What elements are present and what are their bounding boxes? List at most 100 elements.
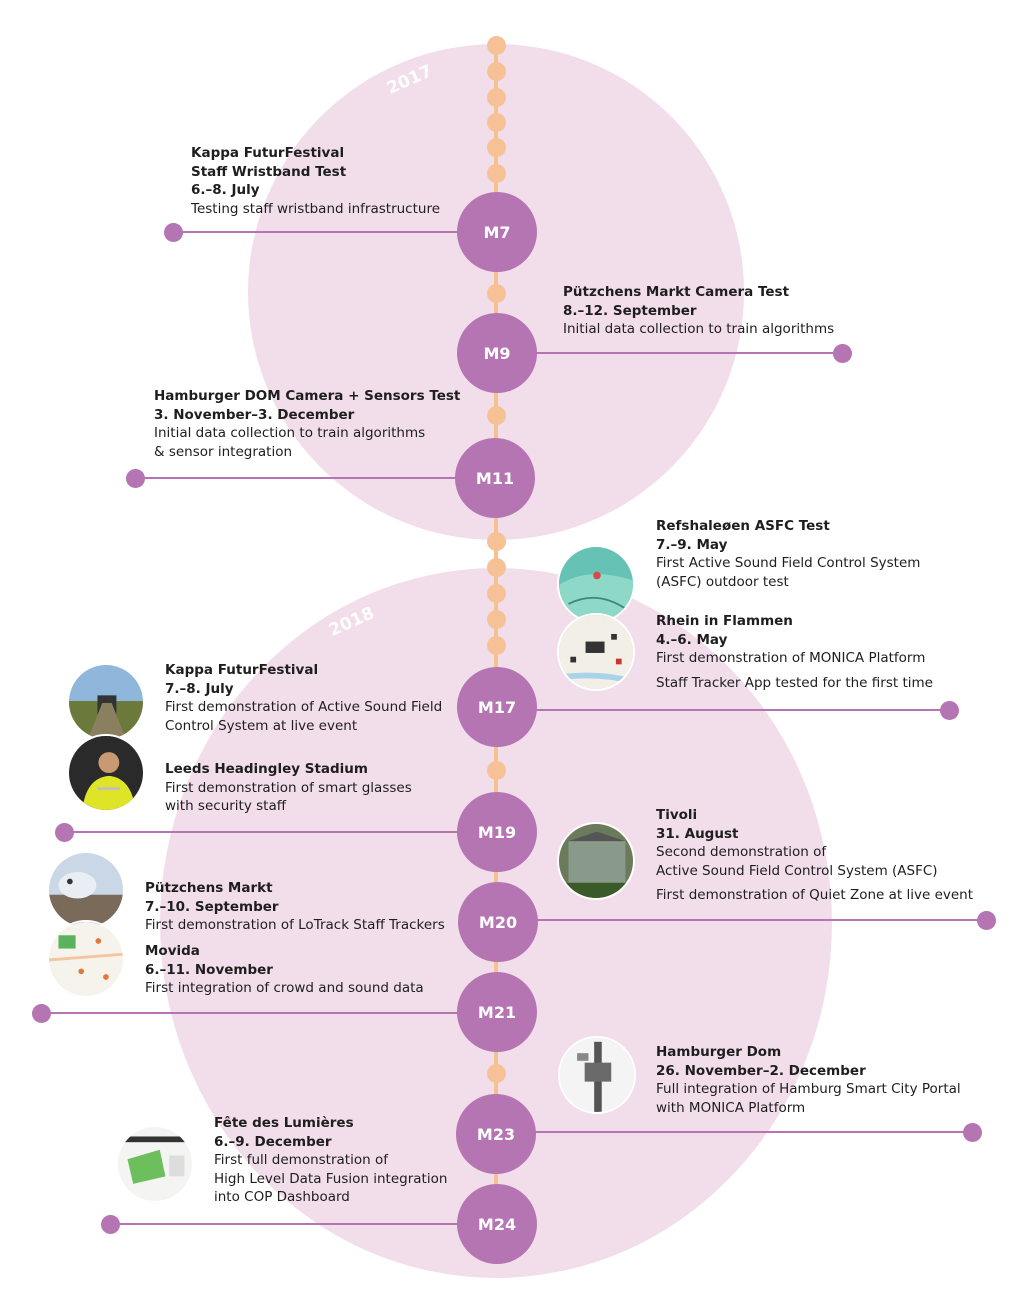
event-description: with MONICA Platform bbox=[656, 1099, 806, 1116]
event-leeds: Leeds Headingley Stadium First demonstra… bbox=[165, 760, 412, 816]
event-description: Initial data collection to train algorit… bbox=[563, 321, 835, 337]
connector-line-m23 bbox=[496, 1131, 972, 1133]
connector-line-m17 bbox=[496, 709, 949, 711]
event-date: 7.–8. July bbox=[165, 680, 234, 697]
event-date: 6.–9. December bbox=[214, 1133, 332, 1150]
milestone-m21: M21 bbox=[457, 972, 537, 1052]
endpoint-dot-m11 bbox=[125, 468, 145, 488]
event-title: Kappa FuturFestival bbox=[191, 145, 345, 161]
event-description: with security staff bbox=[165, 798, 287, 814]
event-title: Movida bbox=[145, 943, 200, 959]
puetzchens-photo bbox=[47, 851, 125, 929]
event-date: 6.–8. July bbox=[191, 182, 260, 198]
milestone-m24: M24 bbox=[457, 1184, 537, 1264]
event-description: Control System at live event bbox=[165, 717, 358, 734]
event-description: Second demonstration of bbox=[656, 844, 827, 860]
event-title: Hamburger Dom bbox=[656, 1044, 782, 1060]
timeline-dot bbox=[486, 760, 506, 780]
event-description: & sensor integration bbox=[154, 443, 293, 460]
timeline-dot bbox=[486, 163, 506, 183]
event-description: Full integration of Hamburg Smart City P… bbox=[656, 1081, 961, 1097]
timeline-dot bbox=[486, 531, 506, 551]
timeline-dot bbox=[486, 1063, 506, 1083]
milestone-m11: M11 bbox=[455, 438, 535, 518]
endpoint-dot-m24 bbox=[100, 1214, 120, 1234]
connector-line-m24 bbox=[110, 1223, 496, 1225]
endpoint-dot-m9 bbox=[832, 343, 852, 363]
event-tivoli: Tivoli 31. August Second demonstration o… bbox=[656, 806, 973, 905]
event-description: Testing staff wristband infrastructure bbox=[191, 200, 441, 217]
endpoint-dot-m17 bbox=[939, 700, 959, 720]
timeline-dot bbox=[486, 635, 506, 655]
event-puetzchens-2018: Pützchens Markt 7.–10. September First d… bbox=[145, 879, 445, 935]
milestone-m7: M7 bbox=[457, 192, 537, 272]
tivoli-photo bbox=[557, 822, 635, 900]
event-date: 4.–6. May bbox=[656, 631, 728, 648]
event-description: First demonstration of smart glasses bbox=[165, 779, 412, 796]
event-extra-note: First demonstration of Quiet Zone at liv… bbox=[656, 887, 974, 903]
timeline-dot bbox=[486, 87, 506, 107]
timeline-spine bbox=[494, 44, 498, 1224]
timeline-dot bbox=[486, 405, 506, 425]
event-title: Rhein in Flammen bbox=[656, 613, 793, 629]
event-fete-des-lumieres: Fête des Lumières 6.–9. December First f… bbox=[214, 1114, 447, 1207]
event-description: High Level Data Fusion integration bbox=[214, 1170, 448, 1187]
milestone-m9: M9 bbox=[457, 313, 537, 393]
event-date: 8.–12. September bbox=[563, 302, 697, 319]
timeline-dot bbox=[486, 35, 506, 55]
timeline-dot bbox=[486, 137, 506, 157]
event-date: 7.–10. September bbox=[145, 898, 279, 915]
event-date: 3. November–3. December bbox=[154, 406, 355, 423]
timeline-dot bbox=[486, 557, 506, 577]
event-description: into COP Dashboard bbox=[214, 1189, 350, 1205]
rhein-map-image bbox=[557, 613, 635, 691]
event-description: Active Sound Field Control System (ASFC) bbox=[656, 862, 938, 879]
event-description: First Active Sound Field Control System bbox=[656, 555, 921, 571]
milestone-m23: M23 bbox=[456, 1094, 536, 1174]
event-extra-note: Staff Tracker App tested for the first t… bbox=[656, 674, 933, 691]
connector-line-m19 bbox=[64, 831, 496, 833]
event-title: Refshaleøen ASFC Test bbox=[656, 518, 830, 534]
milestone-m17: M17 bbox=[457, 667, 537, 747]
endpoint-dot-m21 bbox=[31, 1003, 51, 1023]
event-movida: Movida 6.–11. November First integration… bbox=[145, 942, 424, 998]
event-rhein-in-flammen: Rhein in Flammen 4.–6. May First demonst… bbox=[656, 612, 933, 692]
event-title: Tivoli bbox=[656, 807, 698, 823]
event-title: Leeds Headingley Stadium bbox=[165, 761, 368, 777]
event-title: Pützchens Markt Camera Test bbox=[563, 284, 790, 300]
event-hamburg-2018: Hamburger Dom 26. November–2. December F… bbox=[656, 1043, 961, 1117]
event-title: Kappa FuturFestival bbox=[165, 662, 319, 678]
event-kappa-2018: Kappa FuturFestival 7.–8. July First dem… bbox=[165, 661, 442, 735]
event-kappa-2017: Kappa FuturFestival Staff Wristband Test… bbox=[191, 144, 440, 218]
event-title: Fête des Lumières bbox=[214, 1115, 354, 1131]
event-description: First full demonstration of bbox=[214, 1152, 388, 1168]
timeline-dot bbox=[486, 112, 506, 132]
event-puetzchens-2017: Pützchens Markt Camera Test 8.–12. Septe… bbox=[563, 283, 834, 339]
event-date: 7.–9. May bbox=[656, 536, 728, 553]
hamburger-dom-photo bbox=[558, 1036, 636, 1114]
event-description: First demonstration of Active Sound Fiel… bbox=[165, 699, 443, 715]
event-description: Initial data collection to train algorit… bbox=[154, 425, 426, 441]
endpoint-dot-m7 bbox=[163, 222, 183, 242]
connector-line-m20 bbox=[496, 919, 986, 921]
connector-line-m7 bbox=[173, 231, 496, 233]
event-refshaleoen: Refshaleøen ASFC Test 7.–9. May First Ac… bbox=[656, 517, 920, 591]
event-description: First integration of crowd and sound dat… bbox=[145, 980, 424, 996]
milestone-m20: M20 bbox=[458, 882, 538, 962]
event-date: 31. August bbox=[656, 825, 739, 842]
leeds-staff-photo bbox=[67, 734, 145, 812]
milestone-m19: M19 bbox=[457, 792, 537, 872]
connector-line-m9 bbox=[496, 352, 842, 354]
event-description: (ASFC) outdoor test bbox=[656, 573, 789, 590]
event-title: Pützchens Markt bbox=[145, 880, 273, 896]
event-date: 6.–11. November bbox=[145, 961, 273, 978]
event-description: First demonstration of MONICA Platform bbox=[656, 650, 926, 666]
timeline-dot bbox=[486, 283, 506, 303]
connector-line-m11 bbox=[135, 477, 496, 479]
timeline-dot bbox=[486, 609, 506, 629]
endpoint-dot-m20 bbox=[976, 910, 996, 930]
endpoint-dot-m23 bbox=[962, 1122, 982, 1142]
fete-dashboard-image bbox=[116, 1125, 194, 1203]
timeline-dot bbox=[486, 61, 506, 81]
connector-line-m21 bbox=[41, 1012, 496, 1014]
